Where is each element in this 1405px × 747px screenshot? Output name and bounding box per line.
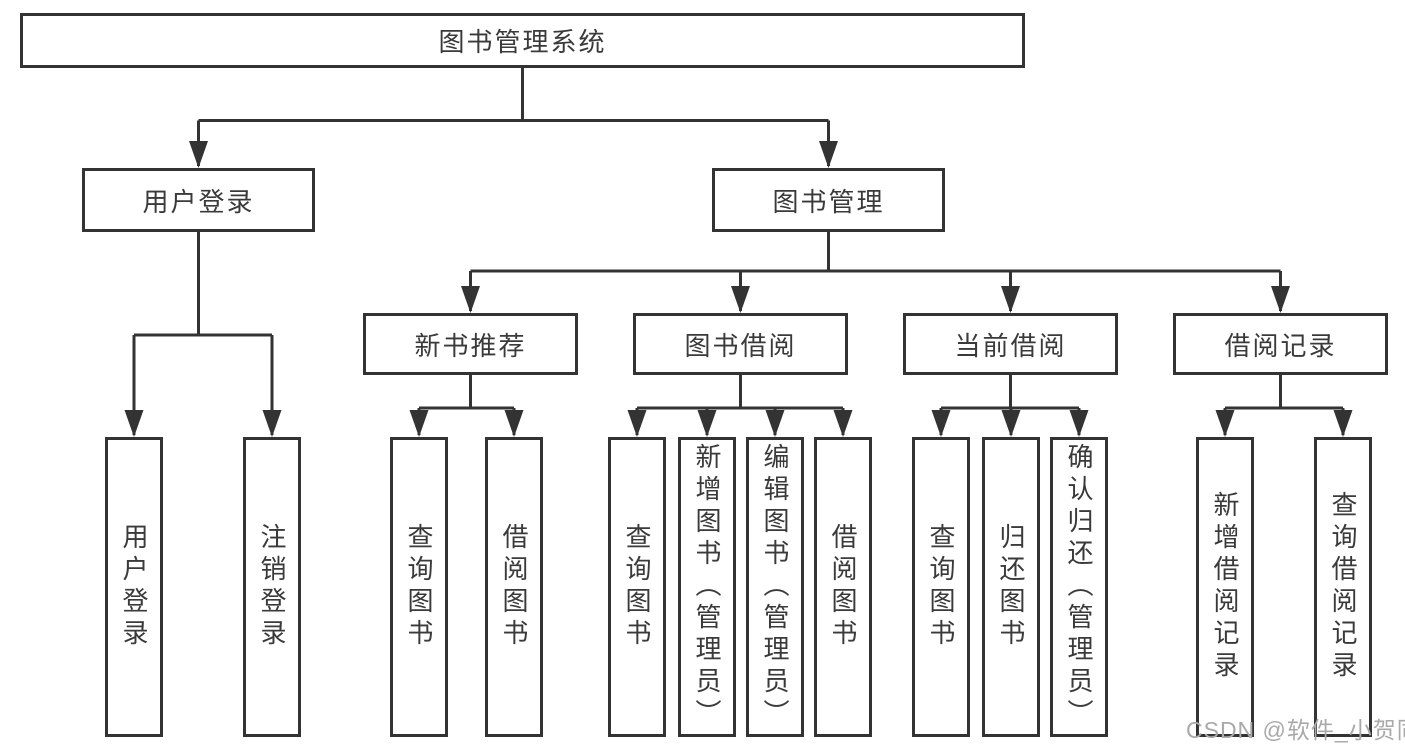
node-book-borrow: 图书借阅: [633, 313, 848, 375]
node-book-management: 图书管理: [712, 168, 945, 232]
leaf-label: 编辑图书（管理员）: [760, 443, 790, 731]
leaf-query-books-current: 查询图书: [912, 437, 970, 737]
leaf-query-borrow-record: 查询借阅记录: [1314, 437, 1372, 737]
leaf-query-books-borrow: 查询图书: [608, 437, 666, 737]
node-current-borrow: 当前借阅: [903, 313, 1118, 375]
leaf-label: 注销登录: [257, 523, 287, 651]
node-new-book-recommend: 新书推荐: [363, 313, 578, 375]
leaf-label: 查询借阅记录: [1328, 491, 1358, 683]
leaf-logout-login: 注销登录: [243, 437, 301, 737]
leaf-label: 查询图书: [404, 523, 434, 651]
leaf-add-books-admin: 新增图书（管理员）: [678, 437, 736, 737]
node-label: 当前借阅: [954, 330, 1067, 361]
leaf-user-login: 用户登录: [105, 437, 163, 737]
leaf-return-books: 归还图书: [982, 437, 1040, 737]
leaf-label: 用户登录: [119, 523, 149, 651]
leaf-label: 归还图书: [996, 523, 1026, 651]
node-library-management-system: 图书管理系统: [20, 13, 1025, 68]
csdn-watermark: CSDN @软件_小贺同学: [1186, 717, 1405, 743]
leaf-query-books-recommend: 查询图书: [390, 437, 448, 737]
leaf-label: 借阅图书: [828, 523, 858, 651]
leaf-edit-books-admin: 编辑图书（管理员）: [746, 437, 804, 737]
node-label: 新书推荐: [414, 330, 527, 361]
leaf-borrow-books: 借阅图书: [814, 437, 872, 737]
node-borrow-records: 借阅记录: [1173, 313, 1388, 375]
leaf-label: 查询图书: [926, 523, 956, 651]
leaf-label: 借阅图书: [499, 523, 529, 651]
node-user-login: 用户登录: [82, 168, 315, 232]
leaf-borrow-books-recommend: 借阅图书: [485, 437, 543, 737]
node-label: 图书管理: [772, 186, 885, 217]
node-label: 用户登录: [142, 186, 255, 217]
leaf-label: 新增图书（管理员）: [692, 443, 722, 731]
node-label: 借阅记录: [1224, 330, 1337, 361]
node-label: 图书借阅: [684, 330, 797, 361]
node-label: 图书管理系统: [438, 27, 607, 57]
leaf-label: 新增借阅记录: [1210, 491, 1240, 683]
leaf-label: 确认归还（管理员）: [1064, 443, 1094, 731]
leaf-add-borrow-record: 新增借阅记录: [1196, 437, 1254, 737]
leaf-label: 查询图书: [622, 523, 652, 651]
leaf-confirm-return-admin: 确认归还（管理员）: [1050, 437, 1108, 737]
